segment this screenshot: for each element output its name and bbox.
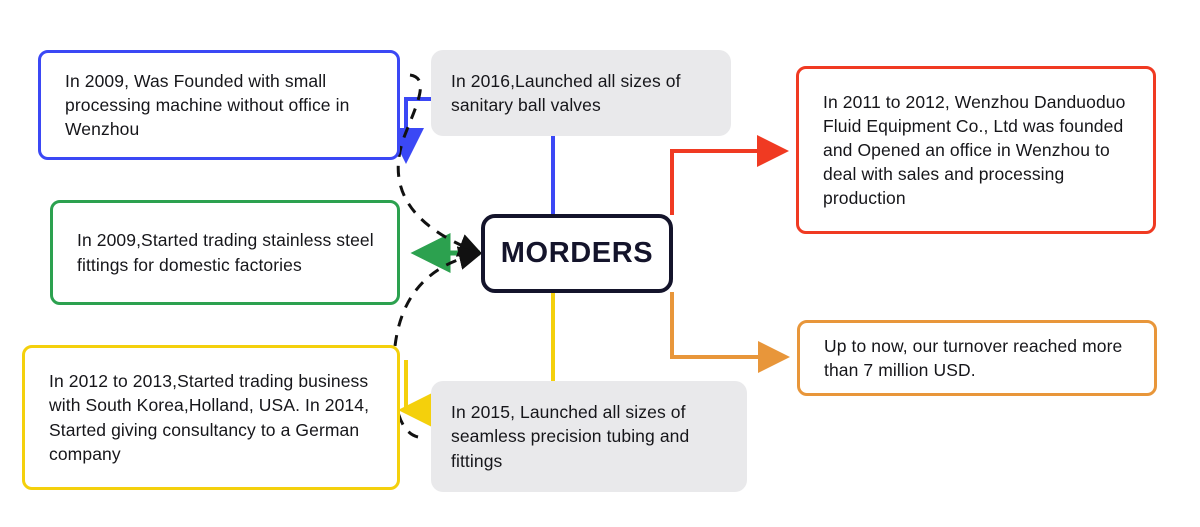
connector-red-elbow: [670, 135, 789, 215]
node-trading-2009[interactable]: In 2009,Started trading stainless steel …: [50, 200, 400, 305]
node-founded-2011-2012-text: In 2011 to 2012, Wenzhou Danduoduo Fluid…: [823, 91, 1126, 209]
node-ball-valves-2016-text: In 2016,Launched all sizes of sanitary b…: [451, 70, 681, 115]
node-trading-2009-text: In 2009,Started trading stainless steel …: [77, 230, 374, 275]
node-founded-2009-text: In 2009, Was Founded with small processi…: [65, 70, 350, 140]
node-center-morders-label: MORDERS: [500, 237, 654, 270]
node-tubing-2015[interactable]: In 2015, Launched all sizes of seamless …: [431, 381, 747, 492]
node-ball-valves-2016[interactable]: In 2016,Launched all sizes of sanitary b…: [431, 50, 731, 136]
node-center-morders[interactable]: MORDERS: [481, 214, 673, 293]
node-turnover-text: Up to now, our turnover reached more tha…: [824, 335, 1123, 380]
node-founded-2011-2012[interactable]: In 2011 to 2012, Wenzhou Danduoduo Fluid…: [796, 66, 1156, 234]
node-tubing-2015-text: In 2015, Launched all sizes of seamless …: [451, 402, 690, 471]
connector-blue-elbow: [388, 97, 433, 164]
node-turnover[interactable]: Up to now, our turnover reached more tha…: [797, 320, 1157, 396]
node-trading-2012-2014[interactable]: In 2012 to 2013,Started trading business…: [22, 345, 400, 490]
connector-orange-elbow: [670, 292, 790, 373]
node-trading-2012-2014-text: In 2012 to 2013,Started trading business…: [49, 371, 370, 464]
node-founded-2009[interactable]: In 2009, Was Founded with small processi…: [38, 50, 400, 160]
